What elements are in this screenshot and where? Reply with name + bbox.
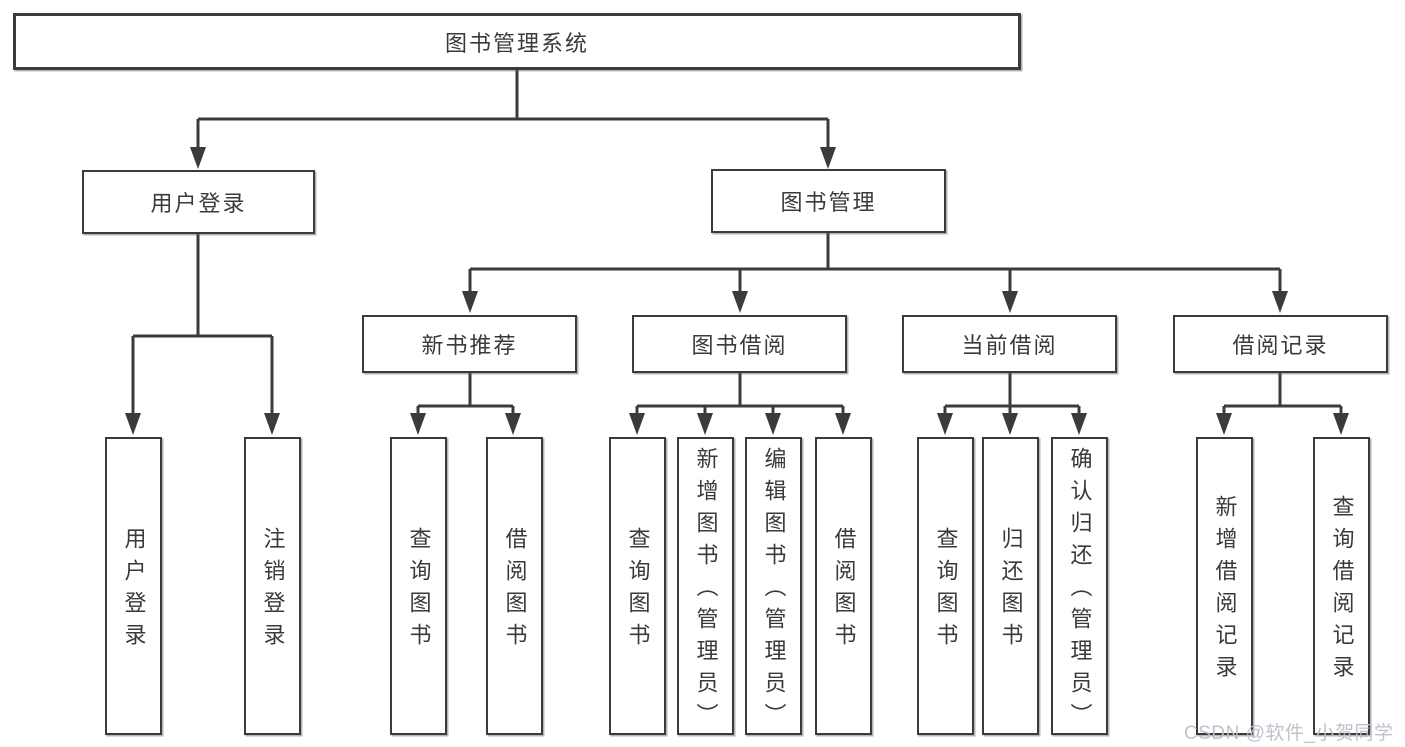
leaf-query-books-current: 查询图书 [917, 437, 974, 735]
node-label: 借阅记录 [1232, 333, 1329, 358]
node-label: 注销登录 [260, 527, 286, 655]
leaf-user-login: 用户登录 [105, 437, 162, 735]
node-book-borrowing: 图书借阅 [632, 315, 847, 373]
node-label: 编辑图书（管理员） [761, 447, 787, 735]
node-current-borrowing: 当前借阅 [902, 315, 1117, 373]
leaf-edit-books-admin: 编辑图书（管理员） [745, 437, 802, 735]
node-book-management: 图书管理 [711, 169, 946, 233]
leaf-return-books: 归还图书 [982, 437, 1039, 735]
leaf-query-borrow-record: 查询借阅记录 [1313, 437, 1370, 735]
node-label: 借阅图书 [831, 527, 857, 655]
node-label: 新增图书（管理员） [693, 447, 719, 735]
node-label: 借阅图书 [502, 527, 528, 655]
leaf-confirm-return-admin: 确认归还（管理员） [1051, 437, 1108, 735]
node-label: 图书管理系统 [444, 30, 589, 56]
leaf-borrow-books-recommend: 借阅图书 [486, 437, 543, 735]
node-label: 查询图书 [406, 527, 432, 655]
node-new-book-recommend: 新书推荐 [362, 315, 577, 373]
node-user-login: 用户登录 [82, 170, 315, 234]
node-label: 归还图书 [998, 527, 1024, 655]
leaf-query-books-borrowing: 查询图书 [609, 437, 666, 735]
leaf-add-borrow-record: 新增借阅记录 [1196, 437, 1253, 735]
node-label: 新书推荐 [421, 333, 518, 358]
node-label: 图书管理 [780, 190, 877, 215]
node-label: 图书借阅 [691, 333, 788, 358]
node-label: 查询图书 [933, 527, 959, 655]
leaf-logout: 注销登录 [244, 437, 301, 735]
node-label: 新增借阅记录 [1212, 495, 1238, 687]
node-label: 确认归还（管理员） [1067, 447, 1093, 735]
leaf-borrow-books: 借阅图书 [815, 437, 872, 735]
csdn-watermark: CSDN @软件_小贺同学 [1184, 723, 1394, 744]
leaf-query-books-recommend: 查询图书 [390, 437, 447, 735]
node-label: 当前借阅 [961, 333, 1058, 358]
node-label: 用户登录 [150, 191, 247, 216]
leaf-add-books-admin: 新增图书（管理员） [677, 437, 734, 735]
node-label: 查询图书 [625, 527, 651, 655]
node-library-management-system: 图书管理系统 [13, 13, 1021, 70]
node-label: 用户登录 [121, 527, 147, 655]
node-label: 查询借阅记录 [1329, 495, 1355, 687]
node-borrowing-records: 借阅记录 [1173, 315, 1388, 373]
